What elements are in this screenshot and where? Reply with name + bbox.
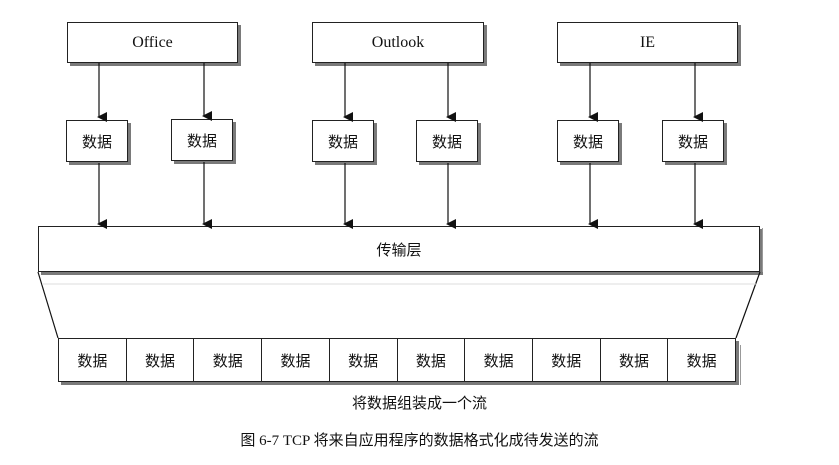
stream-cell: 数据 <box>59 339 127 381</box>
stream-cell: 数据 <box>533 339 601 381</box>
stream-cell: 数据 <box>398 339 466 381</box>
stream-label: 将数据组装成一个流 <box>351 394 487 412</box>
funnel-left-line <box>37 271 59 339</box>
app-box-outlook: Outlook <box>312 22 484 63</box>
data-block: 数据 <box>66 120 128 162</box>
data-label: 数据 <box>186 131 217 150</box>
app-label: IE <box>639 33 656 51</box>
stream-cell: 数据 <box>330 339 398 381</box>
stream-cell: 数据 <box>601 339 669 381</box>
figure-caption: 图 6-7 TCP 将来自应用程序的数据格式化成待发送的流 <box>240 433 599 449</box>
data-label: 数据 <box>572 132 603 151</box>
data-label: 数据 <box>81 132 112 151</box>
data-block: 数据 <box>312 120 374 162</box>
data-block: 数据 <box>557 120 619 162</box>
byte-stream: 数据 数据 数据 数据 数据 数据 数据 数据 数据 数据 <box>58 338 736 382</box>
stream-cell: 数据 <box>127 339 195 381</box>
app-label: Office <box>132 33 173 51</box>
funnel-right-line <box>735 271 761 339</box>
stream-cell: 数据 <box>262 339 330 381</box>
edge-mark <box>740 345 741 385</box>
stream-cell: 数据 <box>686 351 717 370</box>
data-block: 数据 <box>171 119 233 161</box>
data-label: 数据 <box>431 132 462 151</box>
app-box-office: Office <box>67 22 238 63</box>
edge-mark <box>762 228 763 272</box>
stream-cell: 数据 <box>194 339 263 381</box>
data-block: 数据 <box>416 120 478 162</box>
app-label: Outlook <box>371 33 425 51</box>
app-box-ie: IE <box>557 22 738 63</box>
transport-layer-label: 传输层 <box>376 240 422 259</box>
data-label: 数据 <box>327 132 358 151</box>
transport-layer-box: 传输层 <box>38 226 760 272</box>
data-block: 数据 <box>662 120 724 162</box>
data-label: 数据 <box>677 132 708 151</box>
stream-cell: 数据 <box>465 339 533 381</box>
